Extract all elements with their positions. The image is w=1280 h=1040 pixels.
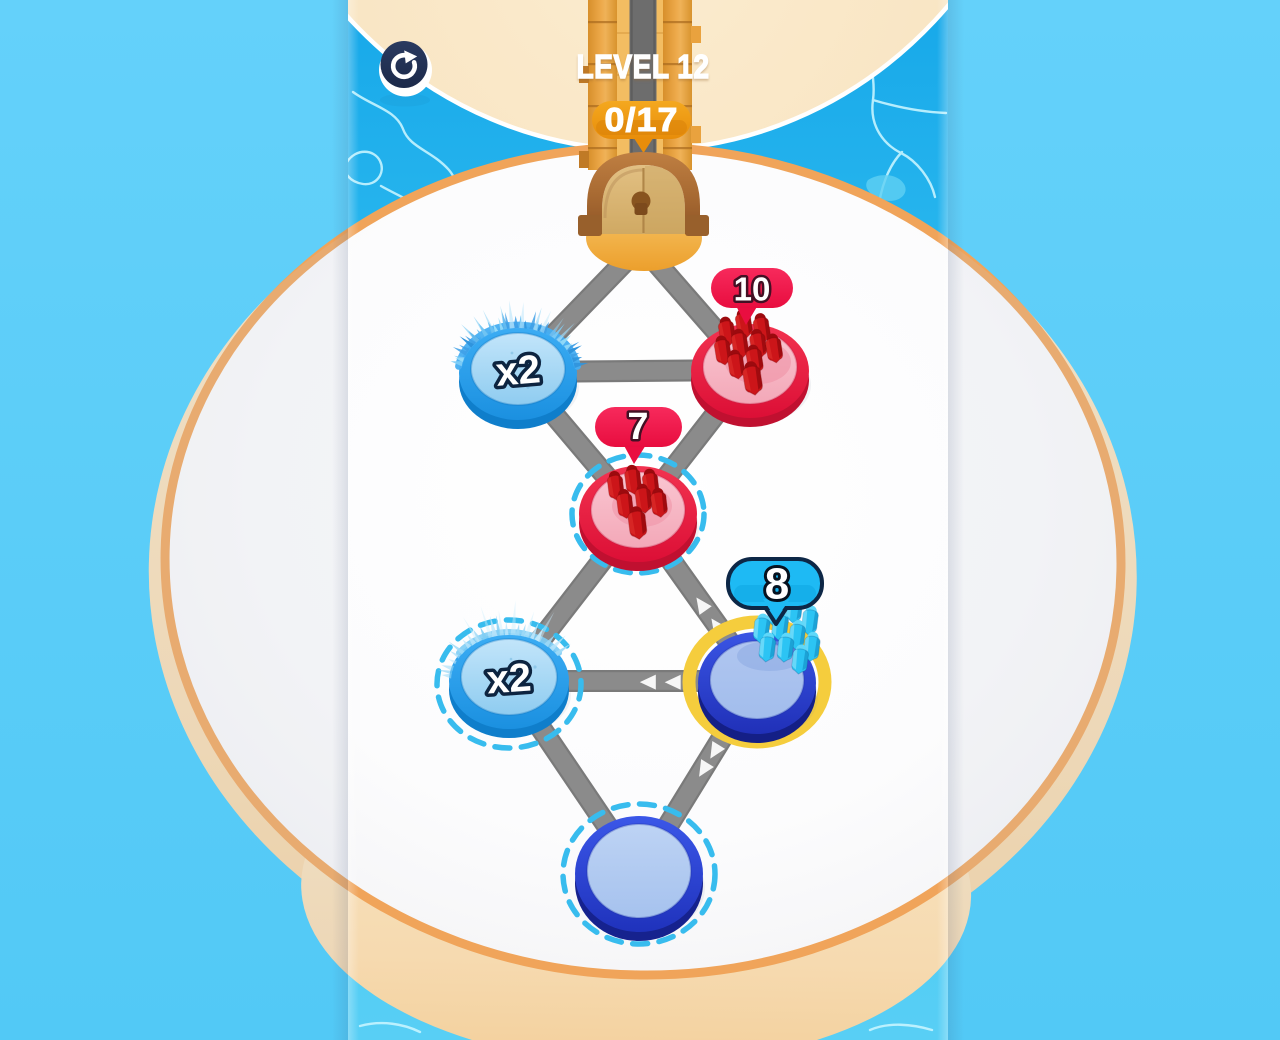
- gate: [578, 152, 709, 236]
- button-face: [380, 41, 428, 88]
- node-multiplier-top[interactable]: x2: [450, 300, 589, 429]
- gate-frame: [587, 152, 700, 234]
- node-speckles: [498, 351, 542, 389]
- strip-edge-shadow-right: [948, 0, 964, 1040]
- progress-badge: 0/17: [592, 101, 691, 153]
- multiplier-label: x2: [494, 347, 542, 395]
- water-light-patch: [866, 175, 906, 201]
- target-ring-left: [434, 617, 584, 751]
- node-player[interactable]: [698, 589, 826, 743]
- badge-player-count: 8: [726, 557, 824, 626]
- badge-count-label: 10: [734, 271, 771, 308]
- node-surface: [460, 638, 558, 716]
- target-ring-bottom: [560, 801, 718, 947]
- node-multiplier-bottom[interactable]: x2: [437, 600, 571, 738]
- node-surface: [470, 332, 566, 406]
- direction-arrow-icon: [699, 759, 714, 777]
- progress-label: 0/17: [605, 101, 679, 138]
- restart-button[interactable]: [379, 41, 432, 107]
- level-title: LEVEL 12: [577, 48, 710, 85]
- node-enemy-mid[interactable]: [579, 461, 699, 571]
- badge-enemy-mid-count: 7: [595, 404, 682, 464]
- direction-arrow-icon: [696, 597, 712, 615]
- direction-arrow-icon: [710, 741, 726, 759]
- strip-edge-shadow-left: [332, 0, 348, 1040]
- node-enemy-top[interactable]: [691, 304, 811, 427]
- button-shadow: [380, 93, 430, 107]
- splash-spikes: [437, 600, 571, 679]
- node-neutral-bottom[interactable]: [575, 816, 705, 941]
- badge-count-label: 7: [627, 406, 648, 448]
- node-surface: [586, 823, 692, 919]
- direction-arrow-icon: [639, 674, 656, 690]
- node-speckles: [491, 657, 537, 695]
- strip-edge-highlight-left: [348, 0, 359, 1040]
- splash-spikes: [450, 300, 589, 370]
- restart-icon: [390, 50, 418, 80]
- badge-count-label: 8: [765, 560, 789, 609]
- strip-edge-highlight-right: [937, 0, 948, 1040]
- direction-arrow-icon: [664, 674, 681, 690]
- badge-enemy-top-count: 10: [711, 268, 793, 325]
- multiplier-label: x2: [485, 656, 532, 703]
